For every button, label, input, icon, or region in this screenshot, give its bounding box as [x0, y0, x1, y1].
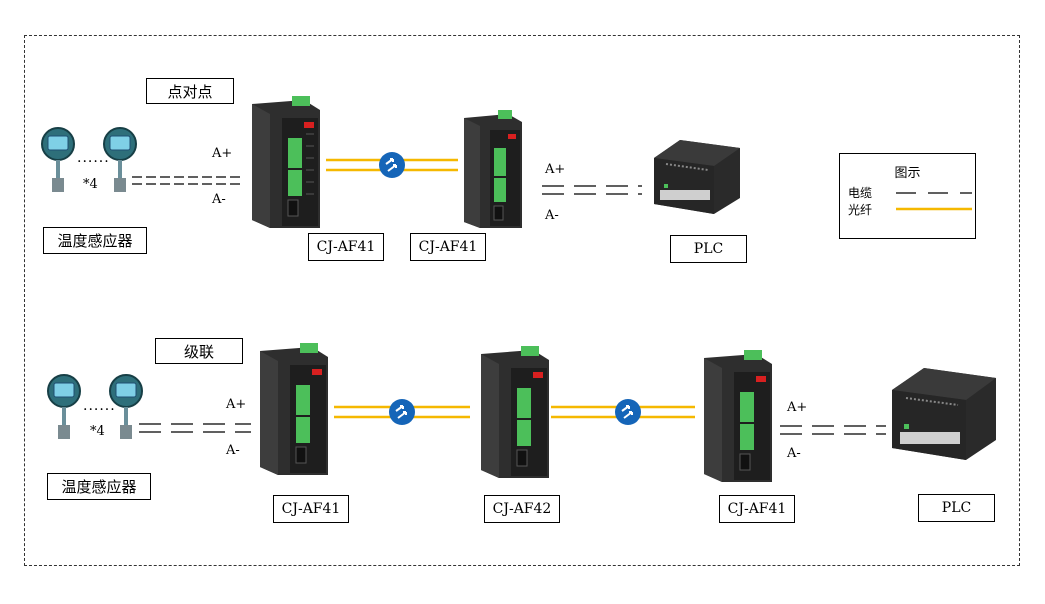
converter-device-icon	[704, 350, 772, 482]
temperature-sensor-icon	[47, 374, 81, 439]
pin-a-plus: A+	[545, 162, 566, 177]
sensor-ellipsis: ......	[77, 150, 110, 166]
cable-line	[139, 423, 251, 433]
cable-line	[132, 176, 240, 185]
pin-a-minus: A-	[226, 443, 240, 458]
pin-a-plus: A+	[226, 397, 247, 412]
pin-a-plus: A+	[212, 146, 233, 161]
temperature-sensor-icon	[41, 127, 75, 192]
plc-label: PLC	[670, 235, 747, 263]
fiber-transmission-icon	[389, 399, 415, 425]
converter-device-icon	[260, 343, 328, 475]
legend-cable-label: 电缆	[848, 186, 873, 200]
sensor-label: 温度感应器	[43, 227, 147, 254]
sensor-ellipsis: ......	[83, 398, 116, 414]
legend-title: 图示	[894, 166, 921, 181]
legend-cable-line	[896, 192, 972, 194]
fiber-transmission-icon	[615, 399, 641, 425]
converter-device-icon	[464, 110, 522, 228]
section-title-cascade: 级联	[155, 338, 243, 364]
legend-fiber-label: 光纤	[848, 203, 873, 217]
cable-line	[780, 425, 886, 435]
plc-icon	[892, 368, 996, 460]
converter-device-icon	[481, 346, 549, 478]
pin-a-plus: A+	[787, 400, 808, 415]
pin-a-minus: A-	[212, 192, 226, 207]
cable-line	[542, 185, 642, 195]
device-label: CJ-AF41	[273, 495, 349, 523]
sensor-multiplier: *4	[90, 424, 105, 439]
device-label: CJ-AF41	[308, 233, 384, 261]
pin-a-minus: A-	[545, 208, 559, 223]
sensor-label: 温度感应器	[47, 473, 151, 500]
device-label: CJ-AF41	[410, 233, 486, 261]
section-title-point-to-point: 点对点	[146, 78, 234, 104]
legend-box: 图示 电缆 光纤	[839, 153, 976, 239]
pin-a-minus: A-	[787, 446, 801, 461]
plc-icon	[654, 140, 740, 214]
temperature-sensor-icon	[103, 127, 137, 192]
device-label: CJ-AF41	[719, 495, 795, 523]
sensor-multiplier: *4	[83, 177, 98, 192]
device-label: CJ-AF42	[484, 495, 560, 523]
fiber-transmission-icon	[379, 152, 405, 178]
diagram-frame	[24, 35, 1020, 566]
legend-fiber-line	[896, 207, 972, 211]
plc-label: PLC	[918, 494, 995, 522]
temperature-sensor-icon	[109, 374, 143, 439]
converter-device-icon	[252, 96, 320, 228]
